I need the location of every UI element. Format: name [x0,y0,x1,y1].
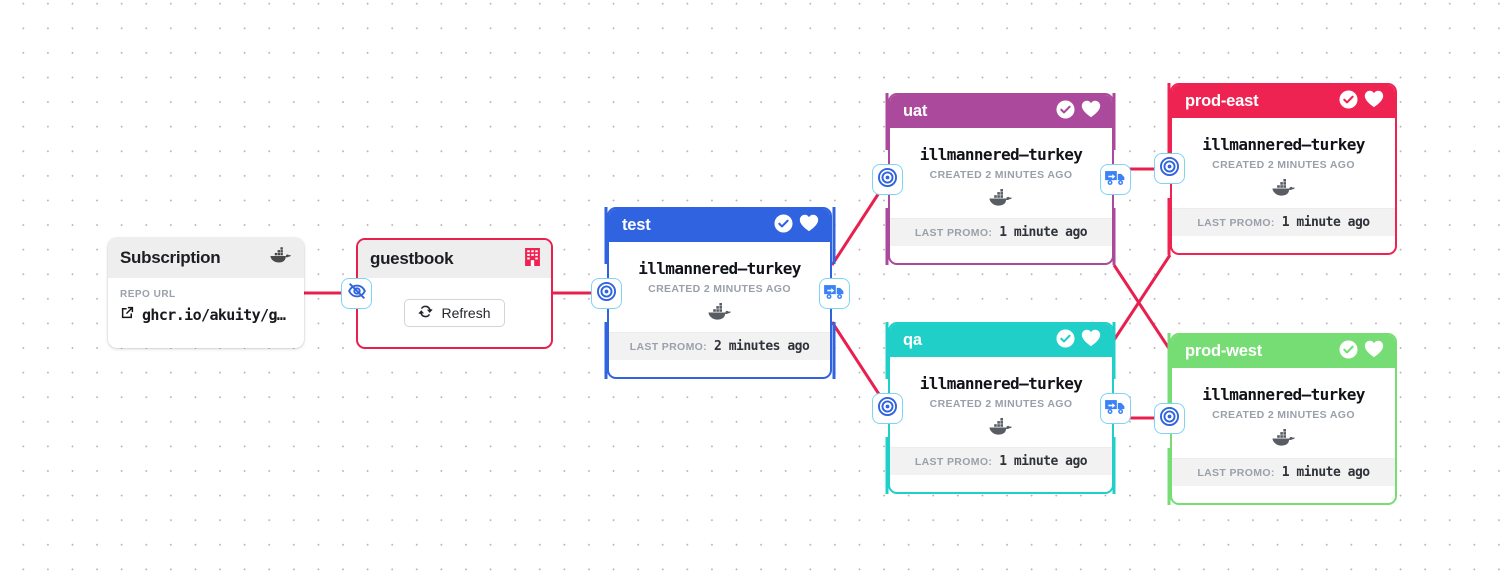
freight-id[interactable]: illmannered–turkey [919,374,1083,393]
target-icon [878,167,897,192]
subscription-header: Subscription [108,238,304,278]
last-promo-label: LAST PROMO: [914,455,993,468]
check-circle-icon[interactable] [1056,99,1075,124]
target-icon [1160,156,1179,181]
last-promo-label: LAST PROMO: [1197,216,1275,229]
stage-header: uat [890,95,1112,128]
refresh-icon [418,304,434,322]
check-circle-icon[interactable] [774,213,793,238]
freight-created: CREATED 2 MINUTES AGO [1212,159,1355,171]
freight-created: CREATED 2 MINUTES AGO [929,398,1073,410]
stage-name: prod-east [1185,92,1259,111]
stage-name: prod-west [1185,342,1263,361]
docker-whale-icon [1272,429,1296,452]
last-promo-label: LAST PROMO: [629,340,708,353]
freight-id[interactable]: illmannered–turkey [1202,385,1365,404]
stage-header: test [609,209,830,242]
last-promo-value: 1 minute ago [999,225,1088,240]
warehouse-card-guestbook[interactable]: guestbook [356,238,553,349]
prod-west-target-badge[interactable] [1154,403,1185,434]
warehouse-body: Refresh [358,278,551,347]
warehouse-title: guestbook [370,249,454,268]
stage-footer: LAST PROMO: 1 minute ago [1172,208,1395,236]
docker-whale-icon [989,189,1013,212]
heart-icon[interactable] [1081,329,1101,352]
test-promote-target-badge[interactable] [591,278,622,309]
stage-name: uat [903,102,928,121]
check-circle-icon[interactable] [1339,89,1358,114]
stage-name: test [622,216,651,235]
stage-header: prod-west [1172,335,1395,368]
last-promo-value: 1 minute ago [1281,465,1370,480]
stage-header: qa [890,324,1112,357]
delivery-truck-icon [1105,398,1126,420]
prod-east-target-badge[interactable] [1154,153,1185,184]
stage-footer: LAST PROMO: 1 minute ago [890,447,1112,475]
qa-target-badge[interactable] [872,393,903,424]
check-circle-icon[interactable] [1339,339,1358,364]
heart-icon[interactable] [1081,100,1101,123]
subscription-hidden-badge[interactable] [341,278,372,309]
freight-created: CREATED 2 MINUTES AGO [648,283,791,295]
heart-icon[interactable] [1364,340,1384,363]
delivery-truck-icon [824,283,845,305]
docker-whale-icon [1272,179,1296,202]
delivery-truck-icon [1105,169,1126,191]
heart-icon[interactable] [1364,90,1384,113]
stage-footer: LAST PROMO: 1 minute ago [890,218,1112,246]
freight-id[interactable]: illmannered–turkey [919,145,1083,164]
subscription-body: REPO URL ghcr.io/akuity/g… [108,278,304,325]
stage-name: qa [903,331,922,350]
warehouse-header: guestbook [358,240,551,278]
docker-whale-icon [270,247,292,269]
subscription-title: Subscription [120,248,221,267]
last-promo-value: 2 minutes ago [714,339,810,354]
last-promo-value: 1 minute ago [1281,215,1370,230]
refresh-button[interactable]: Refresh [404,298,505,327]
uat-target-badge[interactable] [872,164,903,195]
repo-url-label: REPO URL [120,289,176,300]
freight-created: CREATED 2 MINUTES AGO [929,169,1073,181]
freight-id[interactable]: illmannered–turkey [1202,135,1365,154]
last-promo-label: LAST PROMO: [914,226,993,239]
repo-url-link[interactable]: ghcr.io/akuity/g… [120,305,292,325]
test-promote-truck-badge[interactable] [819,278,850,309]
qa-truck-badge[interactable] [1100,393,1131,424]
check-circle-icon[interactable] [1056,328,1075,353]
external-link-icon [120,305,135,325]
uat-truck-badge[interactable] [1100,164,1131,195]
docker-whale-icon [708,303,732,326]
heart-icon[interactable] [799,214,819,237]
warehouse-building-icon [525,247,540,271]
repo-url-value: ghcr.io/akuity/g… [142,306,286,324]
docker-whale-icon [989,418,1013,441]
stage-footer: LAST PROMO: 2 minutes ago [609,332,830,360]
target-icon [878,396,897,421]
last-promo-value: 1 minute ago [999,454,1088,469]
refresh-label: Refresh [441,304,491,321]
stage-header: prod-east [1172,85,1395,118]
target-icon [1160,406,1179,431]
freight-created: CREATED 2 MINUTES AGO [1212,409,1355,421]
last-promo-label: LAST PROMO: [1197,466,1275,479]
target-icon [597,281,616,306]
eye-off-icon [347,281,367,306]
stage-footer: LAST PROMO: 1 minute ago [1172,458,1395,486]
freight-id[interactable]: illmannered–turkey [638,259,801,278]
subscription-card[interactable]: Subscription REPO URL [108,238,304,348]
